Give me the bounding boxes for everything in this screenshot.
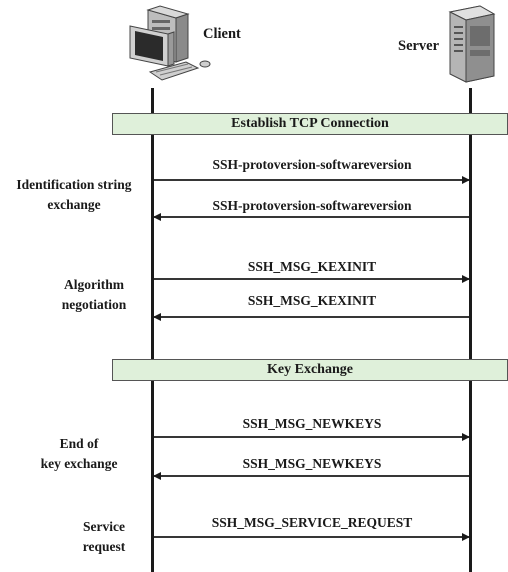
message-label: SSH_MSG_NEWKEYS xyxy=(242,456,382,471)
step-algorithm-negotiation: Algorithm negotiation xyxy=(40,275,148,315)
step-line-1: Algorithm xyxy=(64,277,124,292)
step-line-2: exchange xyxy=(47,197,101,212)
message-label: SSH-protoversion-softwareversion xyxy=(212,198,412,213)
message-label: SSH_MSG_NEWKEYS xyxy=(242,416,382,431)
step-line-1: Identification string xyxy=(16,177,132,192)
phase-key-exchange: Key Exchange xyxy=(112,359,508,381)
client-label: Client xyxy=(203,26,241,42)
step-end-of-key-exchange: End of key exchange xyxy=(10,434,148,474)
step-line-2: negotiation xyxy=(61,297,127,312)
phase-establish-tcp: Establish TCP Connection xyxy=(112,113,508,135)
client-lifeline xyxy=(151,88,154,572)
server-lifeline xyxy=(469,88,472,572)
message-label: SSH_MSG_SERVICE_REQUEST xyxy=(211,515,413,530)
step-service-request: Service request xyxy=(60,517,148,557)
step-line-1: End of xyxy=(59,436,99,451)
message-label: SSH_MSG_KEXINIT xyxy=(247,293,377,308)
step-line-2: request xyxy=(82,539,126,554)
server-label: Server xyxy=(398,38,440,54)
step-line-2: key exchange xyxy=(40,456,118,471)
step-line-1: Service xyxy=(83,519,125,534)
step-identification-exchange: Identification string exchange xyxy=(0,175,148,215)
message-label: SSH-protoversion-softwareversion xyxy=(212,157,412,172)
message-label: SSH_MSG_KEXINIT xyxy=(247,259,377,274)
